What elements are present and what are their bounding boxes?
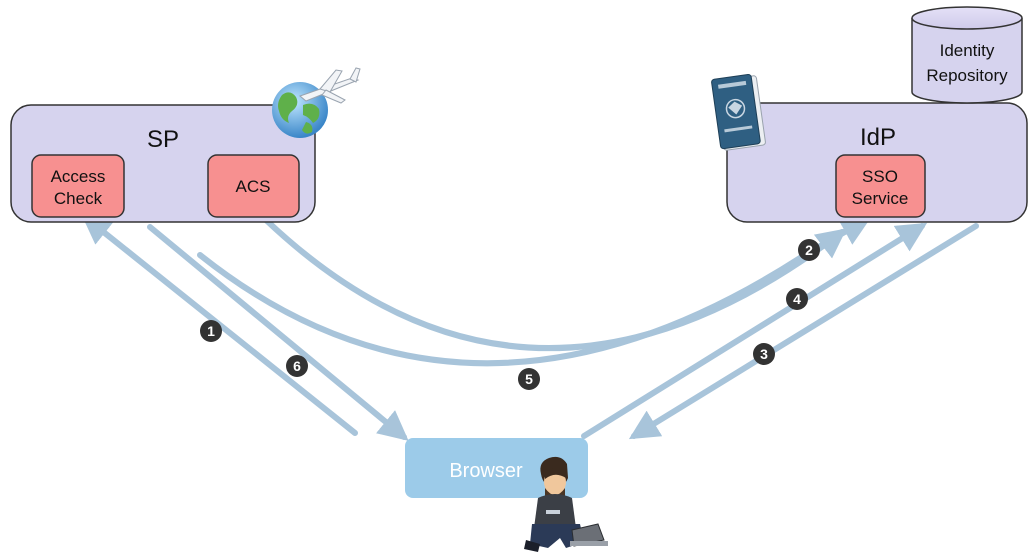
step-number-4: 4 xyxy=(793,291,801,307)
step-number-3: 3 xyxy=(760,346,768,362)
sp-box: SP Access Check ACS xyxy=(10,104,316,223)
idp-title: IdP xyxy=(860,124,896,151)
step-number-6: 6 xyxy=(293,358,301,374)
sso-service-component: SSO Service xyxy=(835,154,926,218)
sso-service-label-line1: SSO xyxy=(862,167,898,186)
arrow-step-3 xyxy=(628,223,979,440)
step-badge-6: 6 xyxy=(286,355,308,377)
arrow-step-5 xyxy=(263,217,847,352)
arrow-step-4 xyxy=(581,222,928,439)
step-badges: 1 2 3 4 5 6 xyxy=(200,239,820,390)
acs-component: ACS xyxy=(207,154,300,218)
identity-repository-label-line1: Identity xyxy=(940,41,995,60)
identity-repository: Identity Repository xyxy=(911,6,1023,104)
sp-title: SP xyxy=(147,126,179,153)
step-number-5: 5 xyxy=(525,371,533,387)
step-badge-5: 5 xyxy=(518,368,540,390)
globe-airplane-icon xyxy=(272,67,361,138)
access-check-label-line1: Access xyxy=(51,167,106,186)
access-check-component: Access Check xyxy=(31,154,125,218)
access-check-label-line2: Check xyxy=(54,189,103,208)
idp-box: IdP SSO Service xyxy=(726,102,1028,223)
flow-arrows xyxy=(81,214,979,441)
step-number-2: 2 xyxy=(805,242,813,258)
step-badge-1: 1 xyxy=(200,320,222,342)
arrow-step-2 xyxy=(197,217,872,367)
step-badge-2: 2 xyxy=(798,239,820,261)
step-badge-4: 4 xyxy=(786,288,808,310)
acs-label: ACS xyxy=(236,177,271,196)
browser-label: Browser xyxy=(449,460,523,482)
passport-icon xyxy=(711,74,766,151)
step-number-1: 1 xyxy=(207,323,215,339)
step-badge-3: 3 xyxy=(753,343,775,365)
user-laptop-icon xyxy=(524,456,608,552)
identity-repository-label-line2: Repository xyxy=(926,66,1008,85)
sso-service-label-line2: Service xyxy=(852,189,909,208)
browser-box: Browser xyxy=(405,438,588,498)
arrow-step-6 xyxy=(147,224,409,441)
